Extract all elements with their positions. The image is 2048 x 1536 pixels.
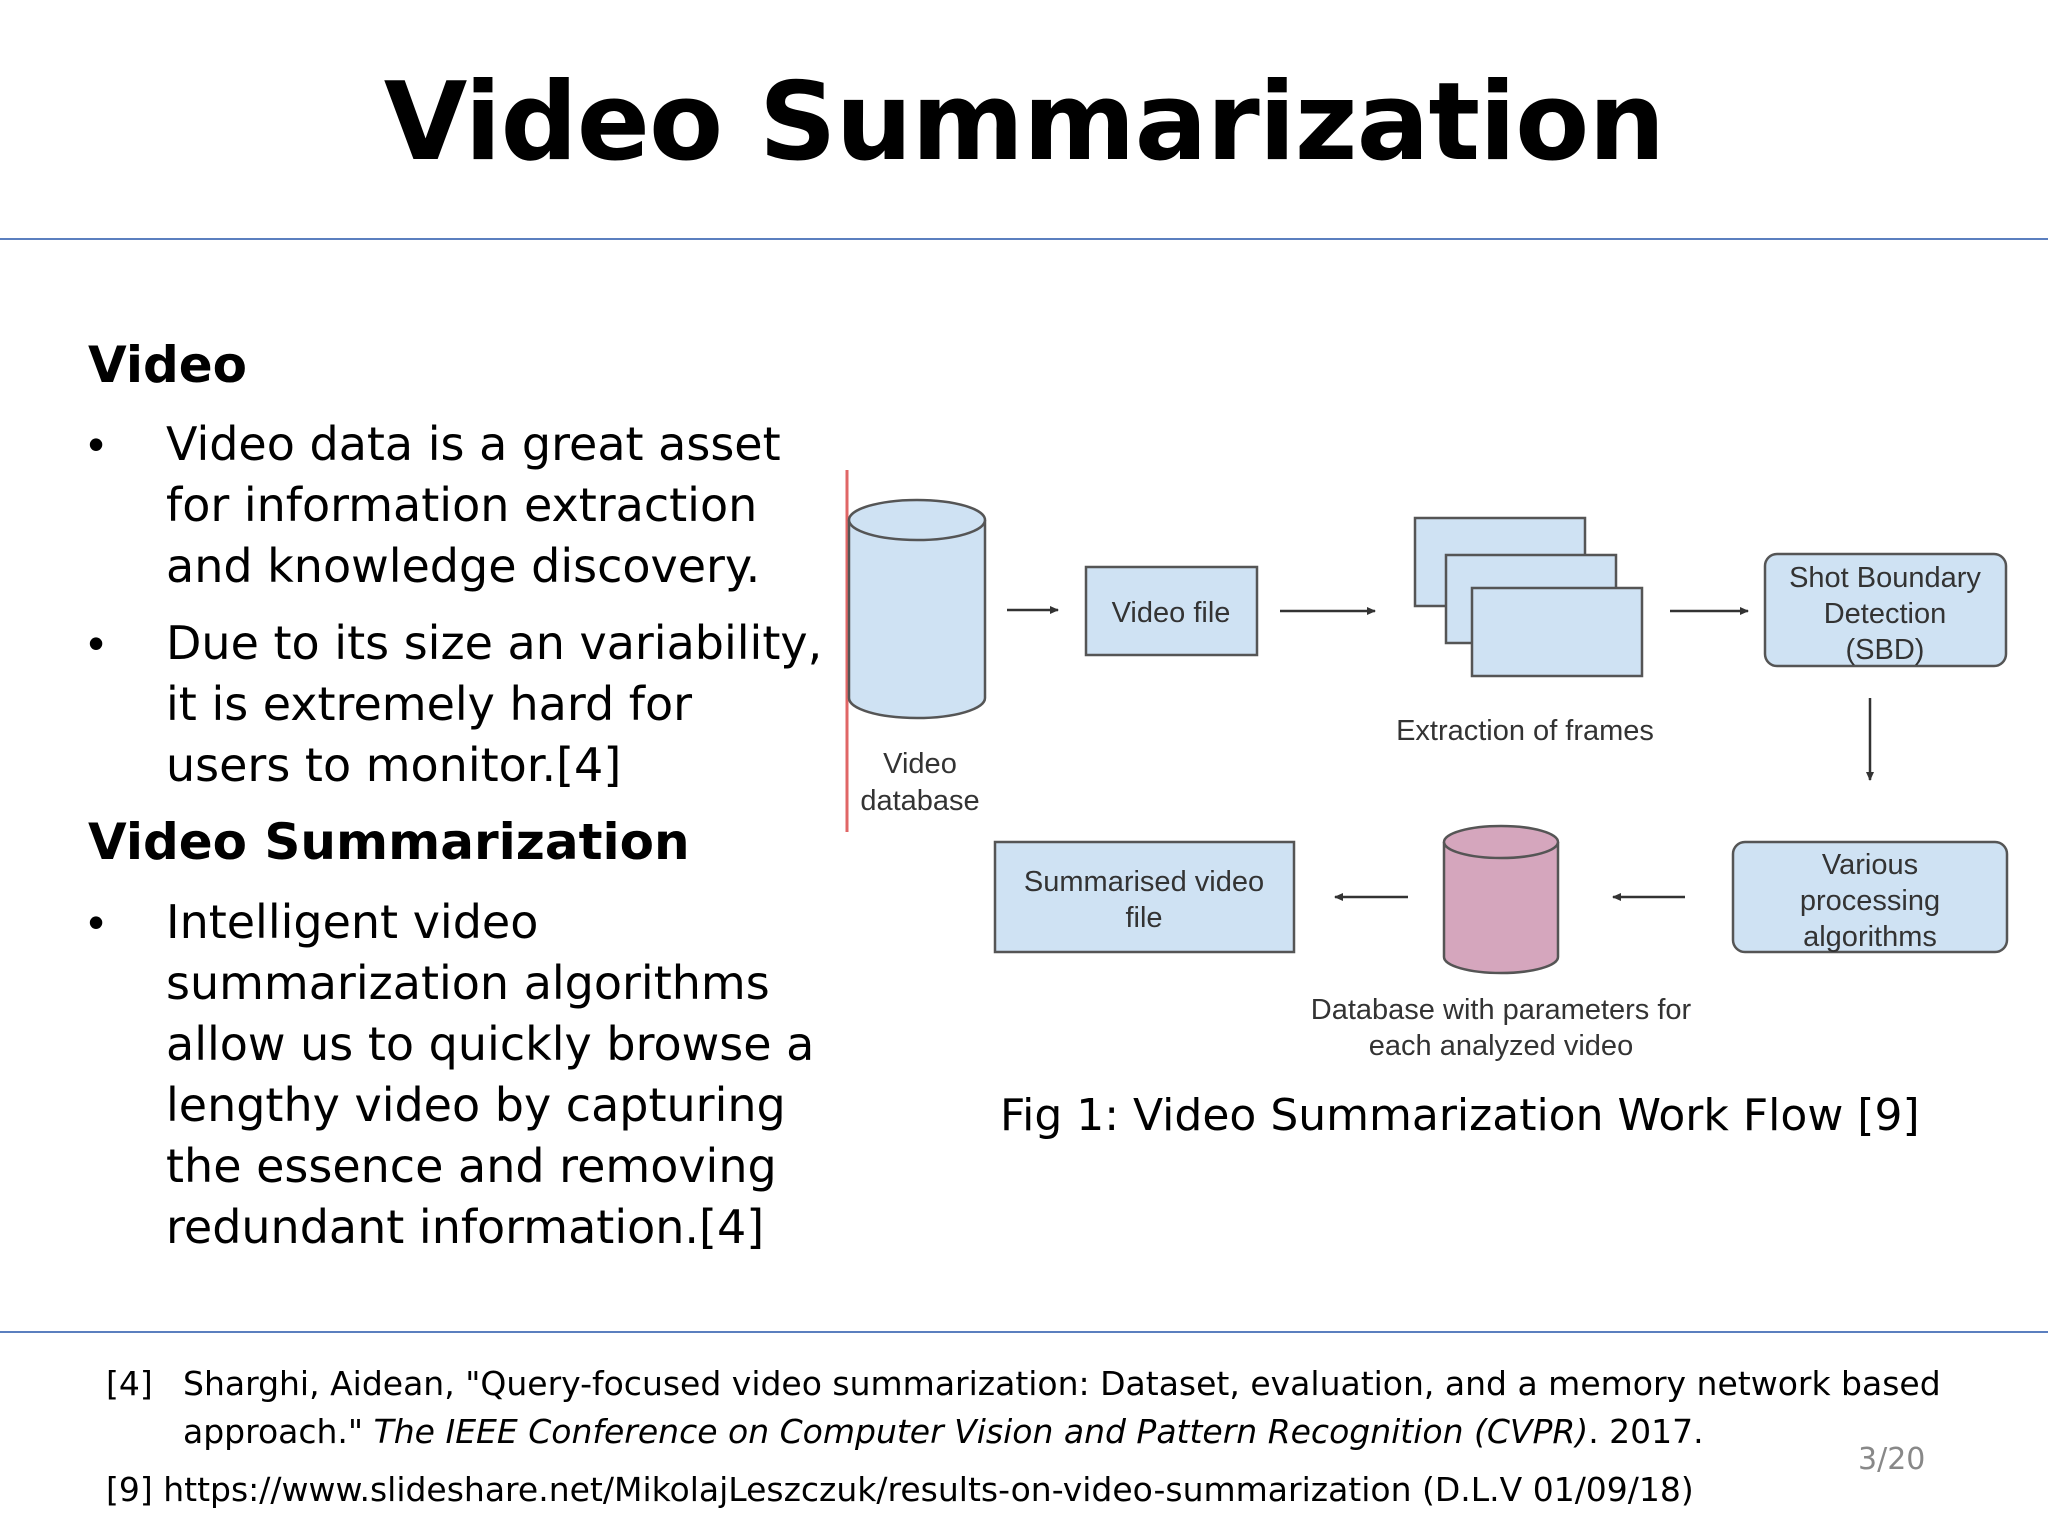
top-divider: [0, 238, 2048, 240]
video-database-label-line2: database: [860, 785, 979, 817]
summarised-label-line1: Summarised video: [1024, 866, 1264, 898]
processing-label-line1: Various: [1822, 849, 1918, 881]
video-file-label: Video file: [1112, 597, 1231, 629]
bullet-icon: •: [88, 418, 105, 470]
video-database-cylinder: [847, 498, 987, 720]
reference-4-line1: Sharghi, Aidean, "Query-focused video su…: [183, 1364, 1941, 1403]
bullet-icon: •: [88, 896, 105, 948]
processing-label-line2: processing: [1800, 885, 1940, 917]
processing-box: [1731, 840, 2009, 954]
video-file-box: [1084, 565, 1259, 657]
figure-caption: Fig 1: Video Summarization Work Flow [9]: [1000, 1090, 1920, 1141]
parameter-database-cylinder: [1442, 824, 1560, 975]
section-heading-video: Video: [88, 336, 248, 394]
frames-stack: [1413, 516, 1644, 678]
param-db-label-line2: each analyzed video: [1369, 1030, 1633, 1062]
sbd-label-line1: Shot Boundary: [1789, 562, 1981, 594]
extraction-frames-label: Extraction of frames: [1396, 715, 1654, 747]
section-heading-video-summarization: Video Summarization: [88, 813, 690, 871]
bullet-video-size: Due to its size an variability, it is ex…: [166, 616, 823, 792]
bullet-icon: •: [88, 617, 105, 669]
summarised-video-box: [993, 840, 1296, 954]
param-db-label-line1: Database with parameters for: [1311, 994, 1692, 1026]
slide-title: Video Summarization: [383, 60, 1665, 185]
bullet-video-asset: Video data is a great asset for informat…: [166, 417, 781, 593]
reference-9: [9] https://www.slideshare.net/MikolajLe…: [106, 1470, 1694, 1509]
reference-4-label: [4]: [106, 1364, 153, 1403]
sbd-label-line3: (SBD): [1846, 634, 1925, 666]
video-database-label-line1: Video: [883, 748, 957, 780]
sbd-label-line2: Detection: [1824, 598, 1947, 630]
slide-number: 3/20: [1858, 1442, 1926, 1477]
bottom-divider: [0, 1331, 2048, 1333]
reference-4-line2: approach." The IEEE Conference on Comput…: [183, 1412, 1704, 1451]
processing-label-line3: algorithms: [1803, 921, 1937, 953]
sbd-box: [1763, 552, 2008, 668]
summarised-label-line2: file: [1125, 902, 1162, 934]
bullet-intelligent-summarization: Intelligent video summarization algorith…: [166, 895, 815, 1254]
